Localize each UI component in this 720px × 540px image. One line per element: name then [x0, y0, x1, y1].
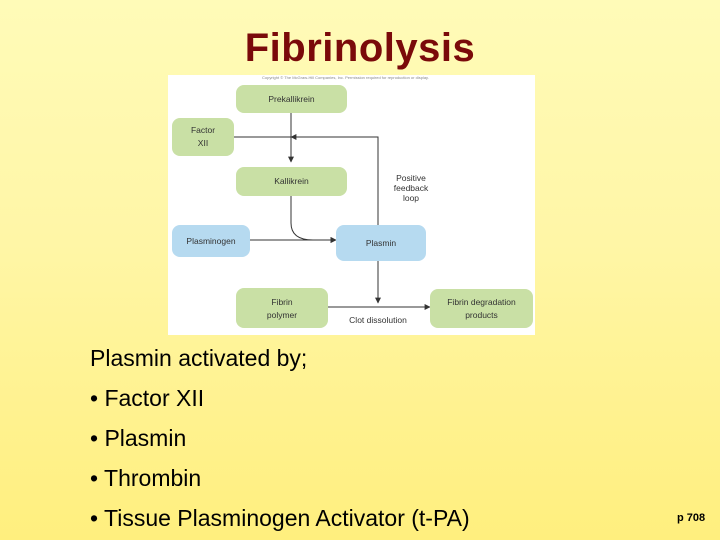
copyright-notice: Copyright © The McGraw-Hill Companies, I…	[262, 75, 429, 80]
plasmin-label: Plasmin	[366, 238, 397, 248]
fdp-label-line2: products	[465, 310, 498, 320]
factor-xii-label-line2: XII	[198, 138, 208, 148]
factor-xii-box	[172, 118, 234, 156]
positive-feedback-label-line2: feedback	[394, 183, 429, 193]
fibrin-polymer-box	[236, 288, 328, 328]
activator-item-tpa: • Tissue Plasminogen Activator (t-PA)	[90, 505, 470, 531]
prekallikrein-box	[236, 85, 347, 113]
fibrin-polymer-label-line2: polymer	[267, 310, 297, 320]
activator-list: Plasmin activated by; • Factor XII • Pla…	[90, 338, 470, 538]
diagram-svg: Copyright © The McGraw-Hill Companies, I…	[172, 75, 533, 328]
prekallikrein-label: Prekallikrein	[268, 94, 315, 104]
activator-item-plasmin: • Plasmin	[90, 425, 187, 451]
kallikrein-box	[236, 167, 347, 196]
plasminogen-label: Plasminogen	[186, 236, 235, 246]
kallikrein-to-plasmin-arrow	[290, 196, 337, 243]
activator-list-heading: Plasmin activated by;	[90, 345, 308, 371]
positive-feedback-label-line3: loop	[403, 193, 419, 203]
slide-title: Fibrinolysis	[244, 26, 476, 70]
activator-item-factor-xii: • Factor XII	[90, 385, 205, 411]
plasmin-box	[336, 225, 426, 261]
fibrinolysis-diagram: Copyright © The McGraw-Hill Companies, I…	[168, 75, 535, 335]
positive-feedback-label-line1: Positive	[396, 173, 426, 183]
feedback-loop-arrow	[290, 134, 379, 230]
fdp-box	[430, 289, 533, 328]
clot-dissolution-label: Clot dissolution	[349, 315, 407, 325]
plasminogen-box	[172, 225, 250, 257]
activator-item-thrombin: • Thrombin	[90, 465, 202, 491]
page-reference: p 708	[677, 512, 706, 524]
kallikrein-label: Kallikrein	[274, 176, 309, 186]
factor-xii-label-line1: Factor	[191, 125, 215, 135]
fdp-label-line1: Fibrin degradation	[447, 297, 516, 307]
fibrin-polymer-label-line1: Fibrin	[271, 297, 293, 307]
